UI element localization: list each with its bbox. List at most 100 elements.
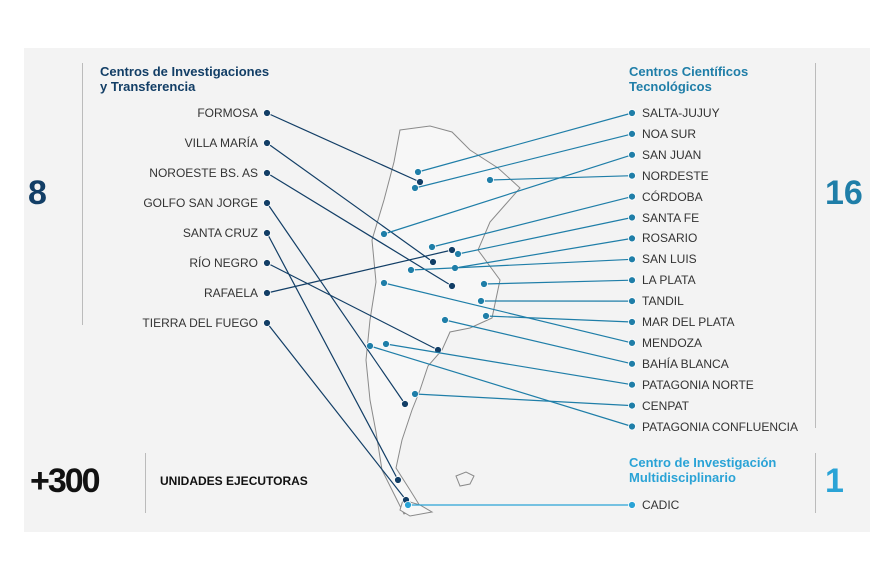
right-center-label: MAR DEL PLATA (642, 315, 735, 329)
location-marker (454, 250, 462, 258)
right-center-label: ROSARIO (642, 231, 698, 246)
location-marker (480, 280, 488, 288)
connector-line (266, 322, 407, 501)
left-center-label: FORMOSA (197, 106, 258, 120)
connector-line (266, 249, 453, 294)
label-dot (628, 297, 636, 306)
location-marker (429, 258, 437, 266)
label-dot (628, 109, 636, 117)
label-dot (628, 192, 636, 201)
location-marker (448, 246, 456, 254)
left-center-label: RÍO NEGRO (189, 256, 258, 270)
right-center-label: SAN LUIS (642, 252, 697, 267)
connector-line (266, 202, 406, 405)
divider-left (82, 63, 83, 325)
location-marker (380, 279, 388, 287)
label-dot (628, 401, 636, 410)
label-dot (263, 139, 271, 147)
label-dot (263, 109, 271, 117)
right-center-label: PATAGONIA CONFLUENCIA (642, 419, 799, 434)
location-marker (404, 501, 412, 509)
connector-line (485, 315, 633, 323)
label-dot (628, 129, 636, 138)
connector-line (266, 172, 453, 287)
connector-line (489, 175, 633, 181)
location-marker (380, 230, 388, 238)
right-center-label: CENPAT (642, 398, 689, 413)
location-marker (448, 282, 456, 290)
connector-line (417, 112, 633, 173)
label-dot (628, 150, 636, 159)
location-marker (411, 184, 419, 192)
location-marker (394, 476, 402, 484)
connector-line (431, 196, 633, 248)
label-dot (263, 169, 271, 177)
connector-line (266, 142, 434, 263)
location-marker (416, 178, 424, 186)
left-title: Centros de Investigaciones y Transferenc… (100, 64, 269, 94)
location-marker (401, 400, 409, 408)
right-title-line2: Tecnológicos (629, 79, 712, 94)
right-center-label: NOA SUR (642, 126, 697, 141)
connector-line (266, 112, 421, 183)
left-center-label: RAFAELA (203, 286, 258, 300)
right-center-label: TANDIL (642, 294, 684, 309)
left-center-label: NOROESTE BS. AS (149, 166, 258, 180)
connector-line (444, 319, 633, 365)
right-center-label: BAHÍA BLANCA (642, 356, 729, 371)
label-dot (263, 259, 271, 267)
multi-title: Centro de Investigación Multidisciplinar… (629, 455, 776, 485)
label-dot (628, 171, 636, 180)
left-center-label: GOLFO SAN JORGE (143, 196, 258, 210)
left-center-label: SANTA CRUZ (182, 226, 258, 240)
label-dot (263, 199, 271, 207)
connector-line (454, 237, 633, 269)
right-center-label: PATAGONIA NORTE (642, 377, 754, 392)
right-center-label: MENDOZA (642, 335, 702, 350)
left-title-line2: y Transferencia (100, 79, 196, 94)
location-marker (486, 176, 494, 184)
right-center-label: SANTA FE (642, 210, 700, 225)
divider-units (145, 453, 146, 513)
connector-line (483, 279, 633, 285)
label-dot (628, 276, 636, 285)
left-center-label: VILLA MARÍA (184, 136, 258, 150)
multi-center-label: CADIC (642, 498, 680, 512)
label-dot (628, 213, 636, 222)
label-dot (628, 380, 636, 389)
location-marker (414, 168, 422, 176)
label-dot (628, 255, 636, 264)
connector-line (369, 345, 633, 428)
location-marker (366, 342, 374, 350)
right-title: Centros Científicos Tecnológicos (629, 64, 748, 94)
left-center-label: TIERRA DEL FUEGO (142, 316, 258, 330)
connector-line (414, 393, 633, 407)
connector-line (414, 133, 633, 189)
location-marker (411, 390, 419, 398)
location-marker (382, 340, 390, 348)
location-marker (428, 243, 436, 251)
right-center-label: LA PLATA (642, 273, 696, 288)
multi-count: 1 (825, 462, 844, 500)
left-count: 8 (28, 174, 47, 212)
location-marker (407, 266, 415, 274)
divider-multi (815, 453, 816, 513)
location-marker (477, 297, 485, 305)
units-count: +300 (30, 462, 101, 500)
right-center-label: CÓRDOBA (642, 189, 703, 204)
connector-line (266, 262, 439, 351)
label-dot (628, 359, 636, 368)
label-dot (628, 234, 636, 243)
right-title-line1: Centros Científicos (629, 64, 749, 79)
label-dot (628, 501, 636, 509)
label-dot (628, 338, 636, 347)
connector-line (383, 154, 633, 235)
connector-line (457, 216, 633, 255)
label-dot (628, 318, 636, 326)
label-dot (263, 289, 271, 297)
right-center-label: SALTA-JUJUY (642, 106, 720, 120)
right-count: 16 (825, 174, 863, 212)
location-marker (482, 312, 490, 320)
right-center-label: NORDESTE (642, 168, 709, 183)
